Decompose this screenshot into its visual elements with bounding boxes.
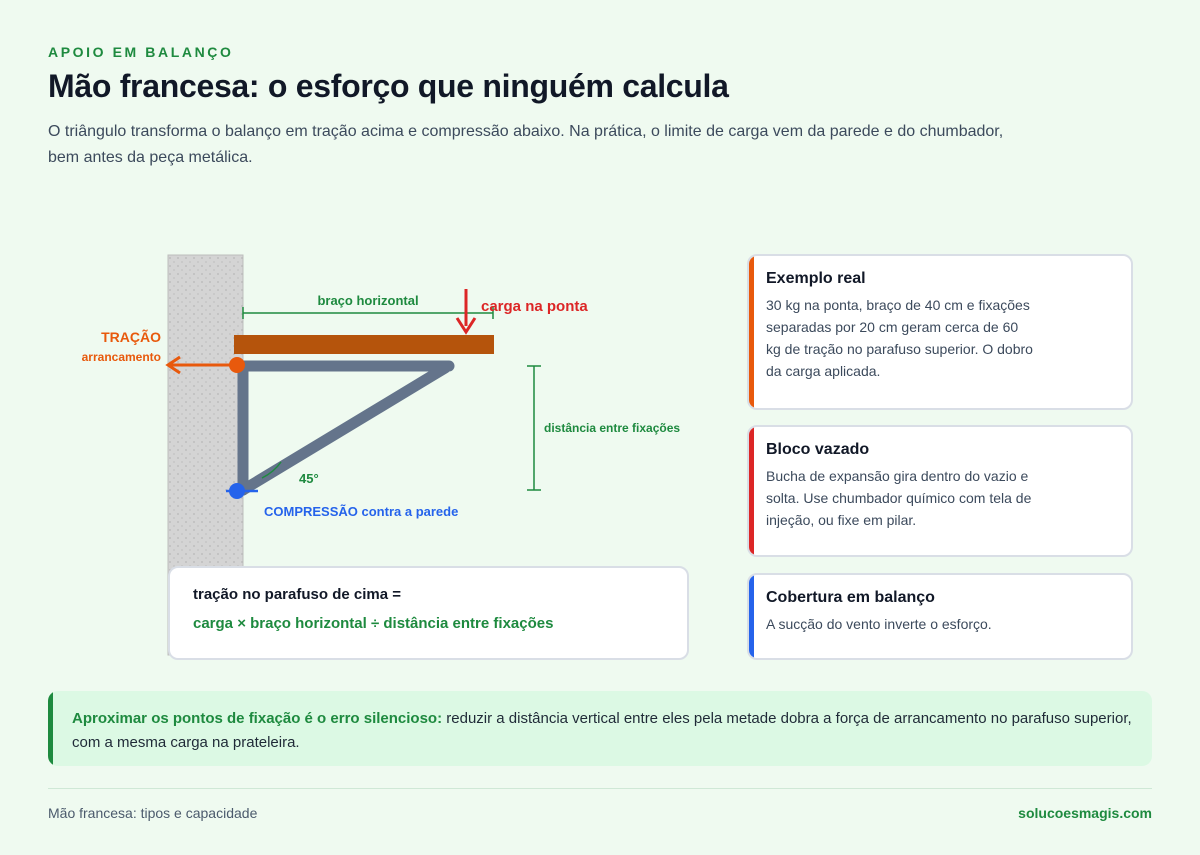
arm-label: braço horizontal: [317, 293, 418, 308]
card-text: A sucção do vento inverte o esforço.: [766, 616, 992, 632]
load-label: carga na ponta: [481, 298, 588, 315]
tension-label: TRAÇÃO: [101, 328, 161, 345]
page-title: Mão francesa: o esforço que ninguém calc…: [48, 68, 729, 104]
compression-marker: [226, 483, 258, 499]
card-text: 30 kg na ponta, braço de 40 cm e fixaçõe…: [766, 297, 1033, 379]
card-title: Exemplo real: [766, 270, 866, 287]
card-text: Bucha de expansão gira dentro do vazio e…: [766, 468, 1032, 528]
card-cobertura: Cobertura em balanço A sucção do vento i…: [747, 573, 1133, 660]
angle-arc: [261, 461, 282, 479]
bottom-bolt: [229, 483, 245, 499]
card-accent-bar: [749, 256, 754, 408]
top-bolt: [229, 357, 245, 373]
formula-line2: carga × braço horizontal ÷ distância ent…: [193, 615, 554, 632]
callout-strong: Aproximar os pontos de fixação é o erro …: [72, 710, 443, 727]
distance-dimension: [527, 365, 541, 491]
bracket: [237, 360, 455, 496]
lead-text: O triângulo transforma o balanço em traç…: [48, 123, 1004, 166]
compression-label: COMPRESSÃO contra a parede: [264, 504, 458, 519]
card-exemplo-real: Exemplo real 30 kg na ponta, braço de 40…: [747, 254, 1133, 410]
arm-dimension: [242, 307, 494, 319]
warning-callout: Aproximar os pontos de fixação é o erro …: [48, 691, 1152, 766]
card-accent-bar: [749, 427, 754, 555]
footer-divider: [48, 788, 1152, 789]
eyebrow: APOIO EM BALANÇO: [48, 44, 234, 60]
angle-label: 45°: [299, 471, 319, 486]
site-name[interactable]: solucoesmagis.com: [1018, 805, 1152, 821]
footer-link[interactable]: Mão francesa: tipos e capacidade: [48, 805, 258, 821]
tension-sublabel: arrancamento: [82, 350, 161, 364]
card-title: Bloco vazado: [766, 441, 870, 458]
distance-label: distância entre fixações: [544, 421, 680, 435]
card-title: Cobertura em balanço: [766, 589, 935, 606]
card-bloco-vazado: Bloco vazado Bucha de expansão gira dent…: [747, 425, 1133, 557]
formula-box: tração no parafuso de cima = carga × bra…: [168, 566, 689, 660]
tension-arrow: [165, 355, 245, 375]
formula-line1: tração no parafuso de cima =: [193, 586, 401, 603]
callout-text: reduzir a distância vertical entre eles …: [72, 710, 1132, 751]
load-arrow: [455, 289, 477, 335]
callout-accent-bar: [48, 691, 53, 766]
card-accent-bar: [749, 575, 754, 658]
shelf: [234, 335, 494, 354]
